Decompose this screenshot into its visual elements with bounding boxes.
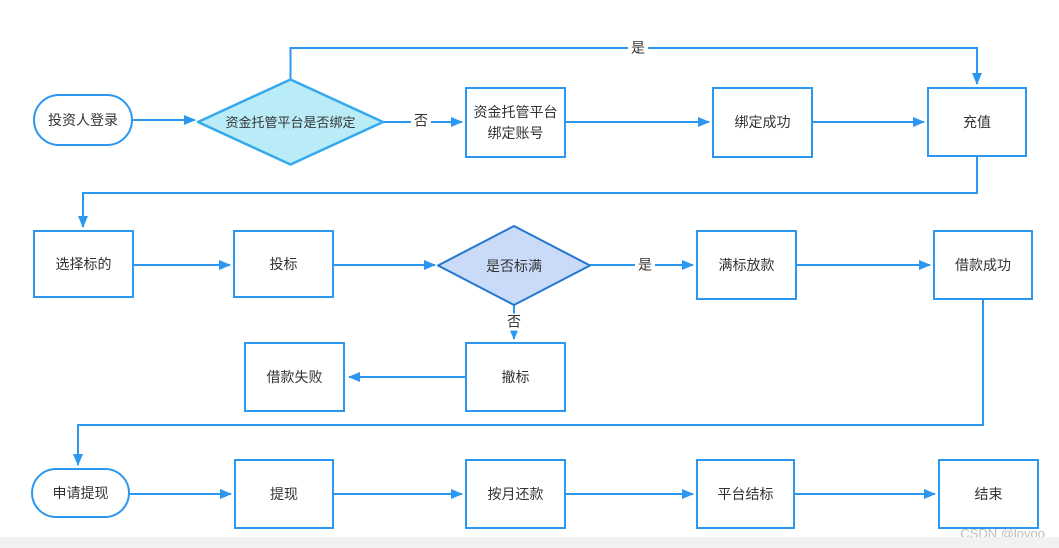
node-end: 结束 — [938, 459, 1039, 529]
node-bind-success: 绑定成功 — [712, 87, 813, 158]
node-withdraw: 提现 — [234, 459, 334, 529]
node-full-loan: 满标放款 — [696, 230, 797, 300]
edge-loansuccess-to-applywithdraw — [73, 300, 984, 466]
node-apply-withdraw: 申请提现 — [31, 468, 130, 518]
decision-diamond-check-full — [437, 225, 591, 306]
node-decision-check-bind-label: 资金托管平台是否绑定 — [225, 115, 356, 130]
edge-label-bound-yes: 是 — [628, 39, 648, 57]
node-recharge: 充值 — [927, 87, 1027, 157]
node-loan-fail: 借款失败 — [244, 342, 345, 412]
edge-label-full-no: 否 — [504, 313, 524, 331]
node-monthly-repay: 按月还款 — [465, 459, 566, 529]
node-start-investor-login: 投资人登录 — [33, 94, 133, 146]
node-select-target: 选择标的 — [33, 230, 134, 298]
edge-label-bound-no: 否 — [411, 112, 431, 130]
node-bid: 投标 — [233, 230, 334, 298]
decision-diamond-check-bind — [196, 78, 385, 166]
edge-label-full-yes: 是 — [635, 256, 655, 274]
node-platform-close: 平台结标 — [696, 459, 795, 529]
bottom-strip — [0, 537, 1059, 548]
node-loan-success: 借款成功 — [933, 230, 1033, 300]
node-bind-account: 资金托管平台 绑定账号 — [465, 87, 566, 158]
edge-recharge-to-select — [78, 157, 978, 228]
node-decision-check-full-label: 是否标满 — [486, 257, 542, 274]
node-cancel-bid: 撤标 — [465, 342, 566, 412]
